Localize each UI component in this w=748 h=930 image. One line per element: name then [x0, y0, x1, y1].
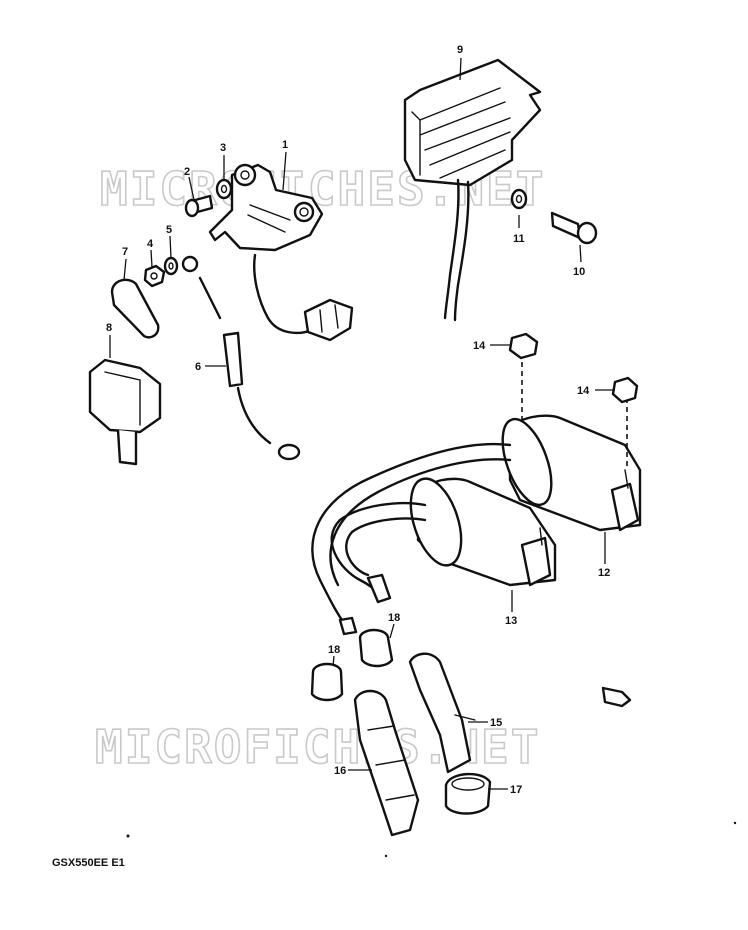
callout-2: 2	[184, 166, 190, 178]
callout-3: 3	[220, 142, 226, 154]
nut-4	[143, 264, 166, 288]
front-arrow-icon	[601, 686, 632, 708]
starter-relay	[208, 163, 354, 342]
washer-11	[510, 188, 528, 210]
seal-18b	[358, 628, 394, 668]
leader-lines	[109, 57, 615, 790]
callout-9: 9	[457, 44, 463, 56]
regulator-rectifier	[403, 58, 542, 322]
fuse-cover-8	[88, 358, 162, 466]
callout-17: 17	[510, 784, 522, 796]
callout-16: 16	[334, 765, 346, 777]
nut-14a	[508, 332, 539, 360]
washer-3	[215, 178, 233, 200]
ignition-coil-13	[409, 477, 557, 587]
plug-cap-15	[408, 652, 476, 774]
speck	[384, 854, 388, 858]
callout-11: 11	[513, 233, 525, 245]
plug-cap-16	[353, 689, 420, 837]
battery-cable-6	[181, 255, 301, 461]
speck	[733, 821, 737, 825]
model-code: GSX550EE E1	[52, 857, 125, 869]
nut-14b	[611, 376, 639, 404]
washer-5	[163, 256, 179, 276]
callout-7: 7	[122, 246, 128, 258]
callout-12: 12	[598, 567, 610, 579]
callout-10: 10	[573, 266, 585, 278]
callout-14a: 14	[473, 340, 486, 352]
callout-1: 1	[282, 139, 288, 151]
bolt-10	[550, 211, 598, 245]
callout-14b: 14	[577, 385, 590, 397]
high-tension-leads	[311, 442, 512, 636]
callout-6: 6	[195, 361, 201, 373]
terminal-cap-7	[110, 278, 160, 339]
seal-17	[444, 772, 492, 815]
callout-18b: 18	[328, 644, 340, 656]
seal-18a	[310, 662, 344, 702]
watermark-bottom: MICROFICHES.NET	[95, 720, 540, 774]
callout-15: 15	[490, 717, 502, 729]
callout-4: 4	[147, 238, 154, 250]
callout-13: 13	[505, 615, 517, 627]
bolt-2	[184, 194, 214, 218]
speck	[126, 834, 130, 838]
callout-5: 5	[166, 224, 172, 236]
callout-18a: 18	[388, 612, 400, 624]
callout-8: 8	[106, 322, 112, 334]
ignition-coil-12	[501, 414, 642, 532]
